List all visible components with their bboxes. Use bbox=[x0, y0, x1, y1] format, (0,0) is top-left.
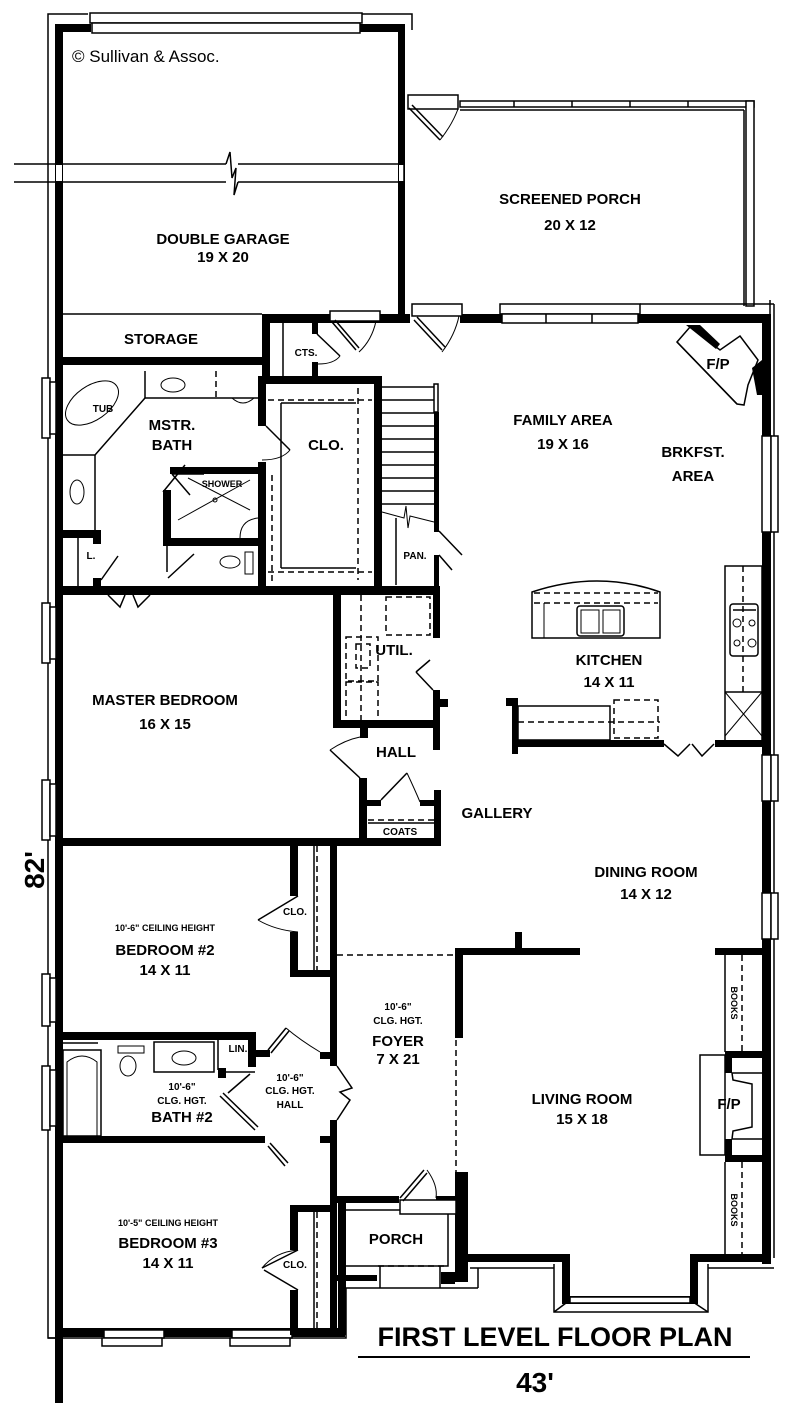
room-label-foyer: FOYER bbox=[372, 1033, 424, 1050]
room-label-gallery: GALLERY bbox=[461, 805, 532, 822]
fixture-label-tub: TUB bbox=[93, 404, 114, 415]
room-label-pantry: PAN. bbox=[403, 551, 426, 562]
ceiling-hall2-2: CLG. HGT. bbox=[265, 1086, 315, 1097]
room-label-brkfst-2: AREA bbox=[672, 468, 715, 485]
room-label-bedroom3: BEDROOM #3 bbox=[118, 1235, 217, 1252]
room-label-cts: CTS. bbox=[295, 348, 318, 359]
room-label-coats: COATS bbox=[383, 827, 418, 838]
room-label-bath2: BATH #2 bbox=[151, 1109, 212, 1126]
staircase bbox=[381, 383, 439, 585]
exterior-walls bbox=[41, 303, 779, 1403]
room-size-foyer: 7 X 21 bbox=[376, 1051, 419, 1068]
room-label-linen-master: L. bbox=[87, 551, 96, 562]
room-label-family-area: FAMILY AREA bbox=[513, 412, 613, 429]
bath2-walls bbox=[55, 1027, 354, 1335]
room-label-kitchen: KITCHEN bbox=[576, 652, 643, 669]
room-label-master-bedroom: MASTER BEDROOM bbox=[92, 692, 238, 709]
room-size-double-garage: 19 X 20 bbox=[197, 249, 249, 266]
room-label-closet-bedroom3: CLO. bbox=[283, 1260, 307, 1271]
fixture-label-books-upper: BOOKS bbox=[729, 986, 739, 1019]
room-size-screened-porch: 20 X 12 bbox=[544, 217, 596, 234]
util-hall-walls bbox=[55, 588, 448, 846]
ceiling-bath2-2: CLG. HGT. bbox=[157, 1096, 207, 1107]
room-label-storage: STORAGE bbox=[124, 331, 198, 348]
room-label-util: UTIL. bbox=[375, 642, 413, 659]
ceiling-foyer-1: 10'-6" bbox=[384, 1002, 411, 1013]
copyright-text: © Sullivan & Assoc. bbox=[72, 47, 220, 66]
room-label-brkfst-1: BRKFST. bbox=[661, 444, 724, 461]
ceiling-foyer-2: CLG. HGT. bbox=[373, 1016, 423, 1027]
room-label-double-garage: DOUBLE GARAGE bbox=[156, 231, 289, 248]
bedroom3-porch-walls bbox=[261, 1169, 479, 1335]
screened-porch-walls bbox=[403, 94, 755, 310]
family-kitchen-fixtures bbox=[506, 325, 765, 758]
room-size-living-room: 15 X 18 bbox=[556, 1111, 608, 1128]
ceiling-bath2-1: 10'-6" bbox=[168, 1082, 195, 1093]
room-size-bedroom2: 14 X 11 bbox=[140, 962, 191, 979]
room-size-master-bedroom: 16 X 15 bbox=[139, 716, 191, 733]
ceiling-height-bedroom2: 10'-6" CEILING HEIGHT bbox=[115, 923, 215, 933]
room-label-mstr-bath-2: BATH bbox=[152, 437, 193, 454]
room-size-family-area: 19 X 16 bbox=[537, 436, 589, 453]
master-suite-walls bbox=[55, 310, 463, 609]
bedroom2-walls bbox=[257, 846, 455, 1036]
room-label-hall: HALL bbox=[376, 744, 416, 761]
room-label-screened-porch: SCREENED PORCH bbox=[499, 191, 641, 208]
fixture-label-family-fireplace: F/P bbox=[706, 356, 729, 373]
fixture-label-living-fireplace: F/P bbox=[717, 1096, 740, 1113]
room-size-bedroom3: 14 X 11 bbox=[143, 1255, 194, 1272]
fixture-label-shower: SHOWER bbox=[202, 479, 243, 489]
room-label-mstr-bath-1: MSTR. bbox=[149, 417, 196, 434]
ceiling-height-bedroom3: 10'-5" CEILING HEIGHT bbox=[118, 1218, 218, 1228]
width-dimension: 43' bbox=[516, 1367, 554, 1398]
room-label-closet-bedroom2: CLO. bbox=[283, 907, 307, 918]
depth-dimension: 82' bbox=[19, 851, 50, 889]
room-label-master-closet: CLO. bbox=[308, 437, 344, 454]
dining-living-walls bbox=[455, 932, 774, 1313]
room-size-kitchen: 14 X 11 bbox=[584, 674, 635, 691]
room-label-bedroom2: BEDROOM #2 bbox=[115, 942, 214, 959]
fixture-label-books-lower: BOOKS bbox=[729, 1193, 739, 1226]
room-label-porch: PORCH bbox=[369, 1231, 423, 1248]
ceiling-hall2-1: 10'-6" bbox=[276, 1073, 303, 1084]
room-label-hall2: HALL bbox=[277, 1100, 304, 1111]
room-label-linen: LIN. bbox=[229, 1044, 248, 1055]
room-size-dining-room: 14 X 12 bbox=[620, 886, 672, 903]
room-label-living-room: LIVING ROOM bbox=[532, 1091, 633, 1108]
room-label-dining-room: DINING ROOM bbox=[594, 864, 697, 881]
plan-title: FIRST LEVEL FLOOR PLAN bbox=[377, 1322, 732, 1352]
garage-break-line bbox=[14, 151, 404, 196]
